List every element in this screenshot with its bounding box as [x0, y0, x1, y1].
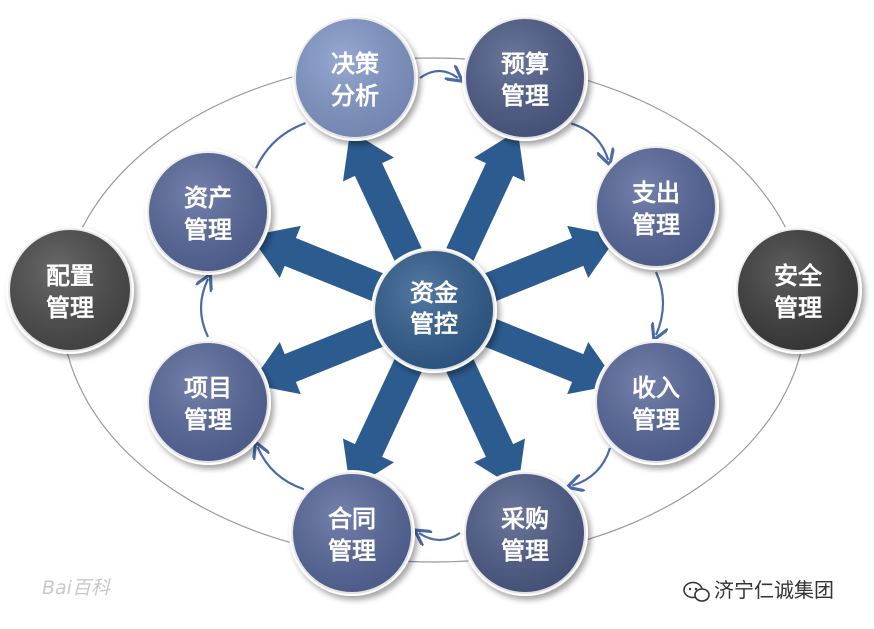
center-label-line2: 管控: [410, 310, 458, 338]
node-asset-line2: 管理: [184, 216, 232, 244]
ring-connector-budget: [571, 122, 608, 160]
node-expense-line2: 管理: [632, 211, 680, 239]
baidu-watermark: Bai百科: [42, 577, 111, 599]
watermark-right: 济宁仁诚集团: [714, 578, 834, 602]
ring-connector-expense: [656, 271, 663, 335]
ring-connector-decision: [419, 71, 458, 78]
arrow-spokes: [246, 127, 622, 493]
ring-connector-income: [572, 447, 612, 486]
node-budget-line1: 预算: [501, 50, 549, 78]
node-contract-line1: 合同: [328, 505, 376, 533]
center-node: [371, 247, 497, 373]
node-project-line1: 项目: [184, 374, 232, 402]
node-config-line2: 管理: [46, 294, 94, 322]
watermark-left: Bai百科: [42, 577, 111, 599]
node-expense-line1: 支出: [632, 179, 680, 207]
node-income-line1: 收入: [632, 374, 680, 402]
node-project-line2: 管理: [184, 406, 232, 434]
node-security-line1: 安全: [774, 262, 823, 290]
ring-connector-asset: [255, 122, 306, 169]
node-budget-line2: 管理: [501, 82, 549, 110]
ring-connector-project: [201, 279, 208, 338]
ring-connector-purchase: [419, 533, 461, 540]
node-security-line2: 管理: [774, 294, 822, 322]
node-purchase-line1: 采购: [501, 505, 549, 533]
ring-connector-contract: [258, 447, 305, 491]
wechat-watermark: 济宁仁诚集团: [683, 578, 834, 602]
node-decision-line1: 决策: [331, 50, 380, 78]
node-decision-line2: 分析: [331, 82, 379, 110]
wechat-icon: [683, 581, 710, 602]
ring-connectors: [201, 71, 663, 540]
node-purchase-line2: 管理: [501, 537, 549, 565]
node-config-line1: 配置: [46, 262, 94, 290]
center-label-line1: 资金: [410, 279, 459, 307]
node-income-line2: 管理: [632, 406, 680, 434]
node-contract-line2: 管理: [328, 537, 376, 565]
node-asset-line1: 资产: [184, 184, 232, 212]
